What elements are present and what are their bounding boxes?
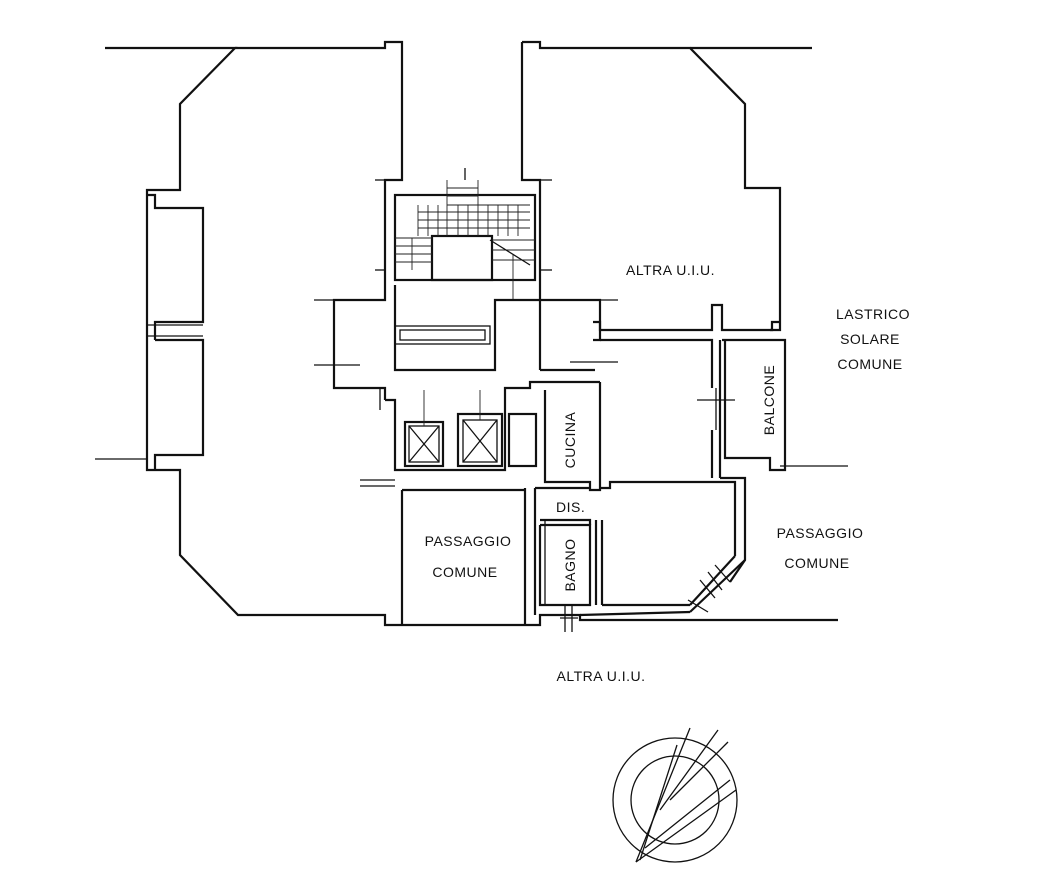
label-passaggio-left: PASSAGGIO (425, 533, 512, 549)
left-window-bays (147, 193, 205, 470)
label-altra-uiu-top: ALTRA U.I.U. (626, 262, 715, 278)
label-comune-lastrico: COMUNE (837, 356, 902, 372)
label-bagno: BAGNO (562, 538, 578, 591)
apartment-unit (523, 303, 787, 632)
label-solare: SOLARE (840, 331, 900, 347)
label-lastrico: LASTRICO (836, 306, 910, 322)
central-corridor (314, 285, 618, 487)
label-cucina: CUCINA (562, 412, 578, 469)
label-altra-uiu-bottom: ALTRA U.I.U. (557, 668, 646, 684)
label-comune-left: COMUNE (432, 564, 497, 580)
label-balcone: BALCONE (761, 365, 777, 435)
building-outline (95, 40, 848, 627)
elevator-icon (403, 390, 538, 468)
label-comune-right: COMUNE (784, 555, 849, 571)
stair-core (375, 168, 552, 300)
room-labels: ALTRA U.I.U. LASTRICO SOLARE COMUNE BALC… (425, 262, 910, 684)
label-dis: DIS. (556, 499, 585, 515)
label-passaggio-right: PASSAGGIO (777, 525, 864, 541)
north-arrow-icon (612, 727, 738, 863)
